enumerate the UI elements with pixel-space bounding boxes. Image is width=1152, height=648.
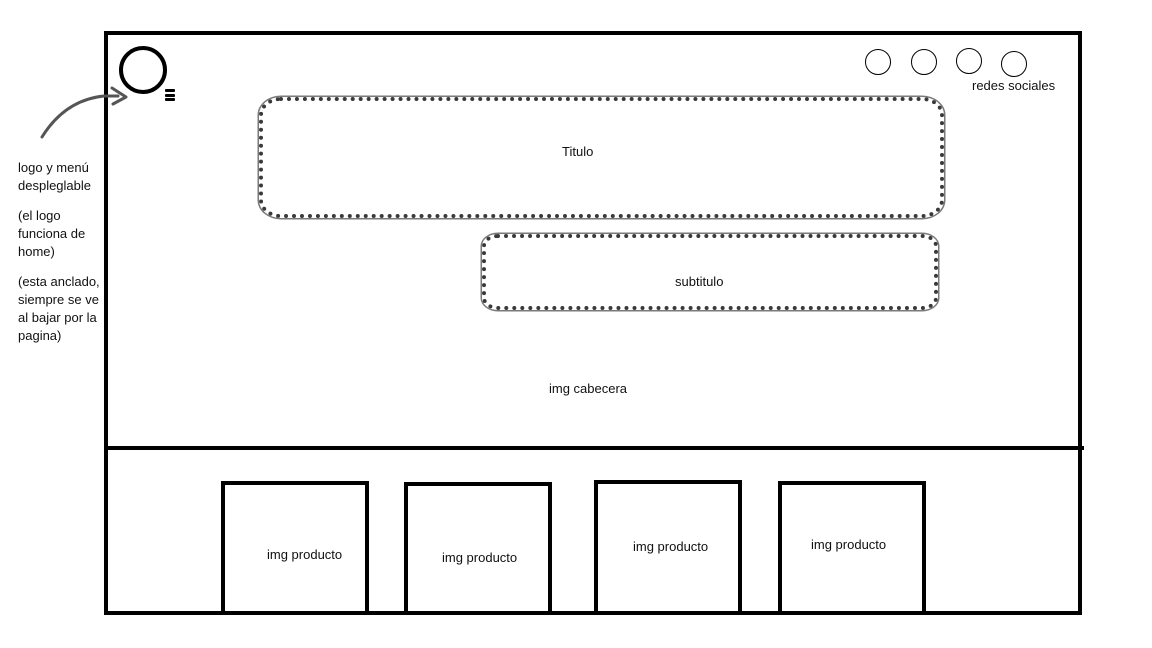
- hamburger-menu-icon[interactable]: [165, 89, 177, 103]
- product-card-2[interactable]: [404, 482, 552, 611]
- header-image-label: img cabecera: [549, 381, 628, 396]
- title-box: [259, 97, 944, 218]
- annotation-note: logo y menú despleglable (el logo funcio…: [18, 159, 104, 357]
- social-icon-4[interactable]: [1001, 51, 1027, 77]
- product-label-3: img producto: [633, 539, 709, 554]
- annotation-line-3: (esta anclado, siempre se ve al bajar po…: [18, 274, 100, 343]
- social-icon-1[interactable]: [865, 49, 891, 75]
- page-frame: [104, 31, 1082, 615]
- product-label-4: img producto: [811, 537, 887, 552]
- header-divider: [104, 446, 1084, 450]
- annotation-line-2: (el logo funciona de home): [18, 208, 86, 259]
- social-label: redes sociales: [972, 78, 1056, 93]
- product-card-1[interactable]: [221, 481, 369, 611]
- subtitle-box: [482, 234, 938, 310]
- product-label-1: img producto: [267, 547, 343, 562]
- product-label-2: img producto: [442, 550, 518, 565]
- social-icon-2[interactable]: [911, 49, 937, 75]
- annotation-arrow-icon: [40, 86, 128, 139]
- product-card-4[interactable]: [778, 481, 926, 611]
- social-icon-3[interactable]: [956, 48, 982, 74]
- annotation-line-1: logo y menú despleglable: [18, 160, 92, 193]
- logo-icon[interactable]: [119, 46, 167, 94]
- product-card-3[interactable]: [594, 480, 742, 611]
- title-label: Titulo: [562, 144, 594, 159]
- subtitle-label: subtitulo: [675, 274, 724, 289]
